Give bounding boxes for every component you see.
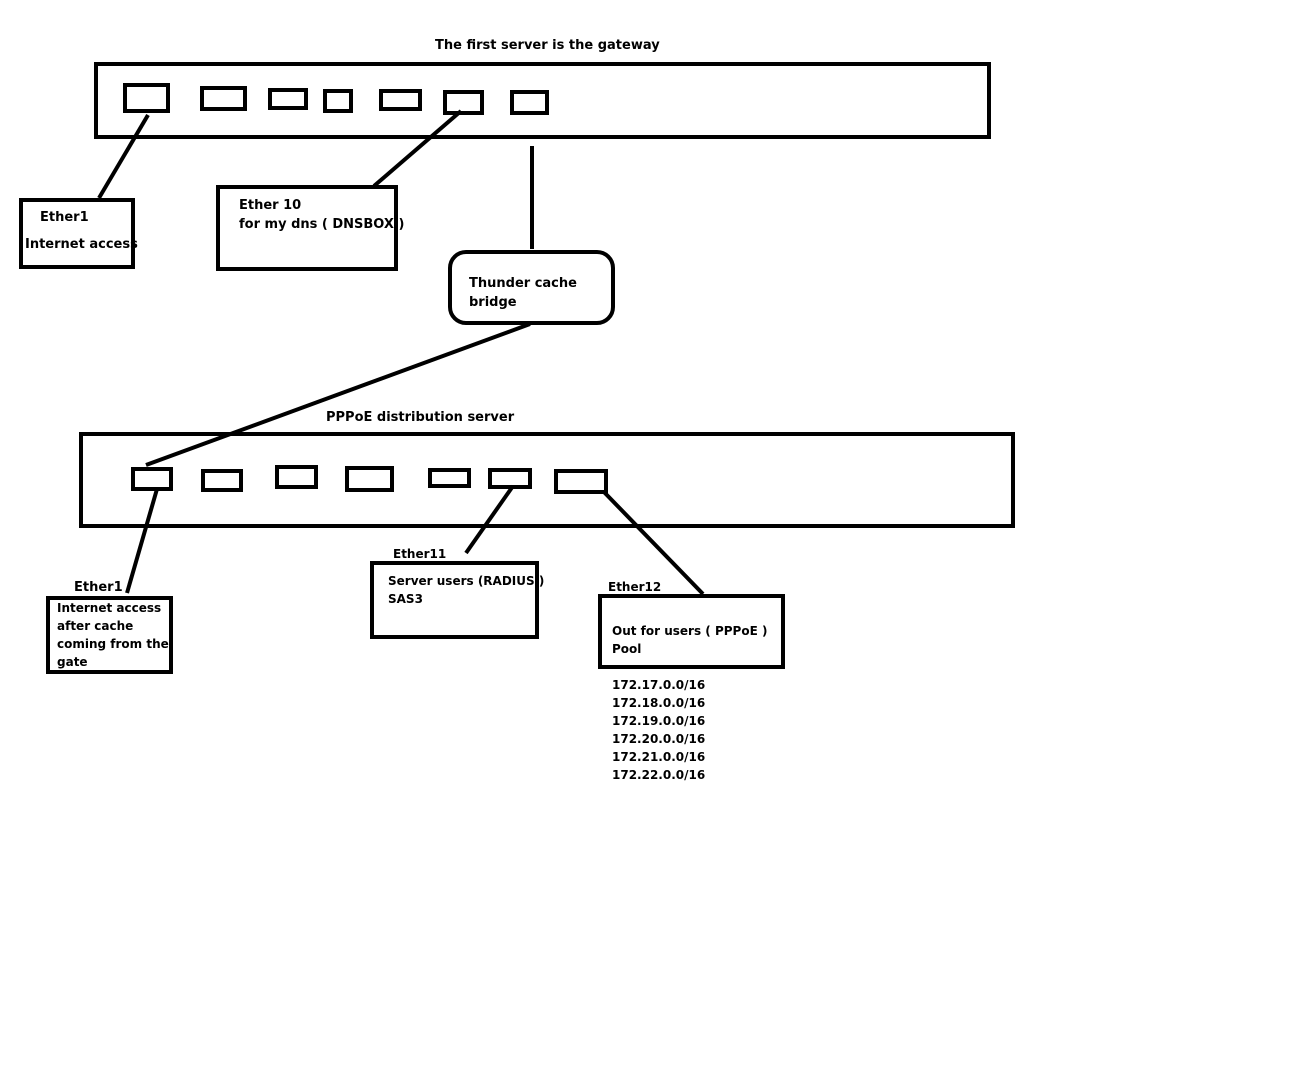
pppoe-ether11-callout: [370, 561, 539, 639]
pppoe-ether12-callout: [598, 594, 785, 669]
gateway-server-box: [94, 62, 991, 139]
pppoe-ether11-desc-line: Server users (RADIUS ): [388, 574, 545, 588]
pppoe-ether1-desc-line: Internet access: [57, 601, 162, 615]
pppoe-port: [201, 469, 243, 492]
gateway-port: [510, 90, 549, 115]
pppoe-port-ether11: [488, 468, 532, 489]
pppoe-ether1-desc-line: coming from the: [57, 637, 169, 651]
gateway-ether10-link: [372, 109, 463, 188]
gateway-ether1-callout: [19, 198, 135, 269]
gateway-port: [323, 89, 353, 113]
pppoe-title: PPPoE distribution server: [326, 410, 515, 425]
gateway-ether1-desc: Internet access: [25, 237, 138, 252]
pppoe-ether1-callout: [46, 596, 173, 674]
bridge-pppoe-link: [145, 322, 531, 467]
pppoe-ether11-link: [464, 484, 515, 555]
pppoe-ether1-link: [125, 488, 159, 594]
pppoe-ether1-desc-line: gate: [57, 655, 88, 669]
pppoe-ports: [131, 465, 608, 494]
gateway-port: [379, 89, 422, 111]
gateway-port-ether1: [123, 83, 170, 113]
gateway-ether10-label: Ether 10: [239, 198, 302, 213]
pppoe-port: [345, 466, 394, 492]
pppoe-ether12-desc-line: Out for users ( PPPoE ): [612, 624, 768, 638]
pppoe-port: [428, 468, 471, 488]
pool-subnet: 172.19.0.0/16: [612, 714, 706, 728]
gateway-title: The first server is the gateway: [435, 38, 660, 53]
gateway-ether1-label: Ether1: [40, 210, 89, 225]
pppoe-server-box: [79, 432, 1015, 528]
pppoe-ether12-label: Ether12: [608, 580, 662, 594]
gateway-port-ether10: [443, 90, 484, 115]
pppoe-port-ether12: [554, 469, 608, 494]
pppoe-port-ether1: [131, 467, 173, 491]
gateway-port: [200, 86, 247, 111]
pppoe-ether12-link: [601, 489, 705, 596]
pppoe-ether11-label: Ether11: [393, 547, 447, 561]
pool-subnet: 172.21.0.0/16: [612, 750, 706, 764]
pppoe-ether1-label: Ether1: [74, 580, 123, 595]
gateway-port: [268, 88, 308, 110]
pppoe-port: [275, 465, 318, 489]
pool-subnet: 172.17.0.0/16: [612, 678, 706, 692]
pool-subnet: 172.22.0.0/16: [612, 768, 706, 782]
pppoe-ether11-desc-line: SAS3: [388, 592, 423, 606]
bridge-label-line2: bridge: [469, 295, 517, 310]
thunder-cache-bridge-box: [448, 250, 615, 325]
pppoe-ether1-desc-line: after cache: [57, 619, 134, 633]
gateway-ether10-callout: [216, 185, 398, 271]
gateway-ether10-desc: for my dns ( DNSBOX ): [239, 217, 405, 232]
gateway-ports: [123, 83, 549, 115]
gateway-ether1-link: [97, 113, 150, 200]
pppoe-ether12-desc-line: Pool: [612, 642, 642, 656]
pool-subnet: 172.18.0.0/16: [612, 696, 706, 710]
bridge-label-line1: Thunder cache: [469, 276, 577, 291]
pool-subnet: 172.20.0.0/16: [612, 732, 706, 746]
